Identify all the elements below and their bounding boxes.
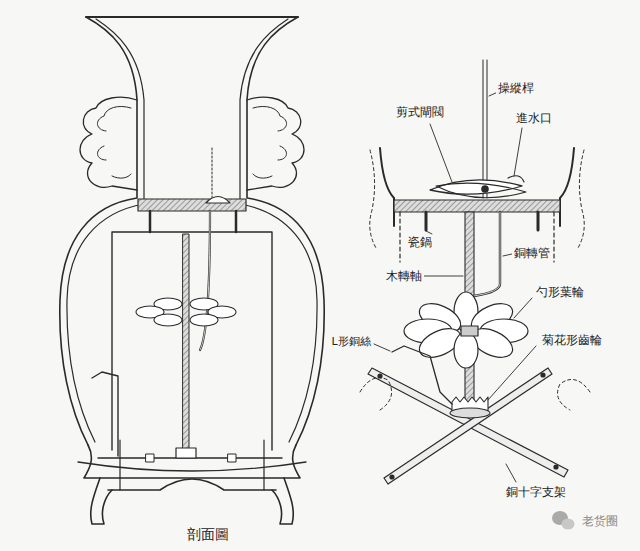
part-label: 剪式閘閥 [394,105,446,119]
part-label: 瓷鍋 [406,235,434,249]
part-label: 銅十字支架 [504,485,568,499]
part-label: 勺形葉輪 [534,285,586,299]
part-label: 進水口 [514,111,554,125]
watermark-text: 老货圈 [580,514,620,528]
part-label: 菊花形齒輪 [540,333,604,347]
part-label: L形銅絲 [329,335,372,348]
part-label: 銅轉管 [512,246,552,260]
caption-text: 剖面圖 [185,526,231,543]
part-label: 操縱桿 [496,81,536,95]
part-label: 木轉軸 [384,269,424,283]
